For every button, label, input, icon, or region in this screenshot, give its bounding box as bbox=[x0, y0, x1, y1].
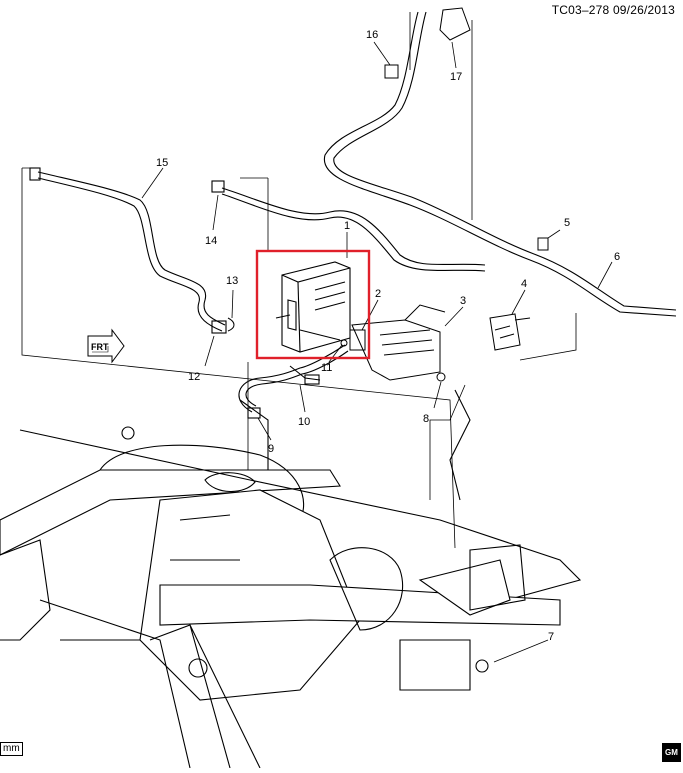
callout-6: 6 bbox=[614, 251, 620, 263]
callout-4: 4 bbox=[521, 278, 527, 290]
diagram-code: TC03–278 09/26/2013 bbox=[551, 3, 675, 17]
front-arrow bbox=[87, 328, 125, 364]
callout-2: 2 bbox=[375, 288, 381, 300]
highlight-box bbox=[255, 249, 371, 360]
callout-10: 10 bbox=[298, 416, 310, 428]
hose-9-10 bbox=[238, 344, 349, 419]
callout-1: 1 bbox=[344, 220, 350, 232]
hose-14 bbox=[211, 180, 486, 272]
callout-13: 13 bbox=[226, 275, 238, 287]
hose-6 bbox=[323, 11, 677, 317]
callout-7: 7 bbox=[548, 631, 554, 643]
callout-15: 15 bbox=[156, 157, 168, 169]
vehicle-frame bbox=[0, 389, 582, 769]
callout-11: 11 bbox=[321, 362, 332, 374]
callout-12: 12 bbox=[188, 371, 200, 383]
callout-3: 3 bbox=[460, 295, 466, 307]
callout-9: 9 bbox=[268, 443, 274, 455]
callout-8: 8 bbox=[423, 413, 429, 425]
canister-bracket bbox=[349, 304, 446, 382]
purge-valve bbox=[489, 313, 531, 351]
callout-numbers: 1 2 3 4 5 6 7 8 9 10 11 12 13 14 15 16 1… bbox=[156, 29, 620, 643]
reference-lines bbox=[21, 12, 577, 549]
callout-16: 16 bbox=[366, 29, 378, 41]
callout-leaders bbox=[141, 41, 613, 663]
callout-5: 5 bbox=[564, 217, 570, 229]
frt-label: FRT bbox=[91, 342, 109, 352]
gm-logo: GM bbox=[662, 743, 681, 762]
callout-14: 14 bbox=[205, 235, 217, 247]
callout-17: 17 bbox=[450, 71, 462, 83]
unit-label: mm bbox=[0, 742, 23, 756]
vapor-canister bbox=[275, 261, 351, 353]
hose-15 bbox=[29, 167, 227, 334]
small-parts bbox=[227, 7, 549, 347]
